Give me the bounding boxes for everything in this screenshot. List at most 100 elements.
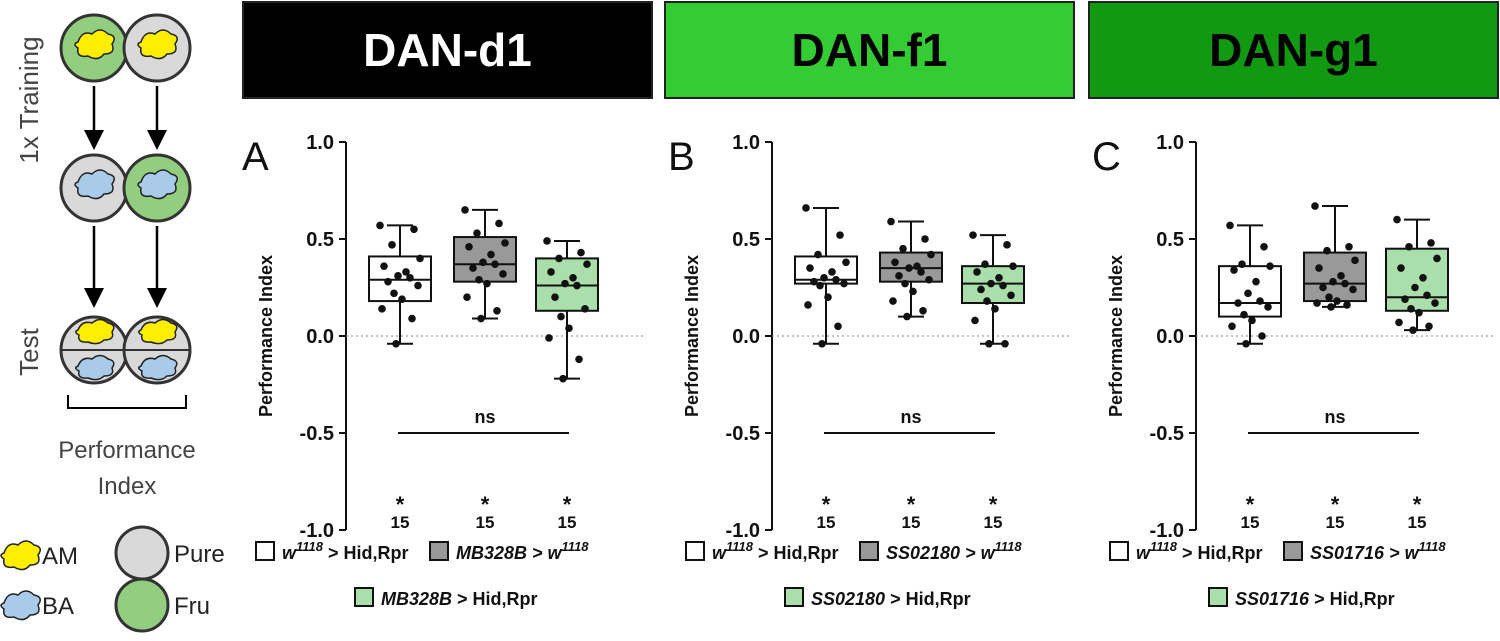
y-axis-label: Performance Index <box>256 255 276 417</box>
box-group: *15 <box>453 206 517 532</box>
sample-size-label: 15 <box>391 513 410 532</box>
data-point <box>1329 277 1337 286</box>
data-point <box>927 250 935 259</box>
data-point <box>987 279 995 288</box>
legend-item: SS01716 > w1118 <box>1283 539 1446 563</box>
legend-superscript: 1118 <box>296 539 324 554</box>
data-point <box>551 293 559 302</box>
data-point <box>1341 279 1349 288</box>
legend-swatch <box>685 541 705 561</box>
data-point <box>1226 221 1234 230</box>
data-point <box>1311 202 1319 210</box>
data-point <box>402 268 410 276</box>
data-point <box>814 250 822 259</box>
data-point <box>1415 308 1423 317</box>
data-point <box>1425 322 1433 331</box>
data-point <box>1242 339 1250 348</box>
significance-label: ns <box>474 407 495 427</box>
data-point <box>889 297 897 305</box>
data-point <box>840 279 848 288</box>
data-point <box>581 305 589 313</box>
legend-construct: > Hid,Rpr <box>1177 543 1263 563</box>
legend-genotype: MB328B <box>381 589 452 609</box>
data-point <box>491 260 499 269</box>
data-point <box>824 293 832 302</box>
data-point <box>1405 242 1413 251</box>
y-axis-label: Performance Index <box>1106 255 1126 417</box>
legend-label: SS02180 > w1118 <box>886 539 1022 563</box>
ba-odor-icon <box>74 169 115 200</box>
data-point <box>1427 239 1435 247</box>
data-point <box>901 279 909 288</box>
data-point <box>899 244 907 253</box>
data-point <box>501 239 509 247</box>
legend-genotype: SS01716 > w <box>1310 543 1420 563</box>
y-tick-label: 1.0 <box>306 132 334 154</box>
legend-label: SS01716 > w1118 <box>1310 539 1446 563</box>
legend-genotype: w <box>712 543 727 563</box>
data-point <box>1240 310 1248 319</box>
data-point <box>583 260 591 269</box>
sample-size-label: 15 <box>1326 513 1345 532</box>
data-point <box>475 275 483 284</box>
data-point <box>559 374 567 383</box>
data-point <box>575 355 583 364</box>
data-point <box>991 305 999 313</box>
box-group: *15 <box>879 217 943 532</box>
data-point <box>477 314 485 323</box>
data-point <box>842 258 850 267</box>
data-point <box>1351 256 1359 265</box>
data-point <box>392 339 400 348</box>
data-point <box>380 262 388 270</box>
data-point <box>1252 277 1260 286</box>
data-point <box>398 295 406 303</box>
data-point <box>390 289 398 298</box>
box-group: *15 <box>961 231 1025 532</box>
y-tick-label: -1.0 <box>726 520 760 542</box>
data-point <box>1258 332 1266 340</box>
data-point <box>971 316 979 325</box>
data-point <box>1230 266 1238 274</box>
legend-swatch <box>1283 541 1303 561</box>
legend-label: w1118 > Hid,Rpr <box>712 539 839 563</box>
am-legend-label: AM <box>42 543 78 570</box>
pi-label-line2: Index <box>98 473 157 500</box>
data-point <box>569 274 577 282</box>
data-point <box>573 281 581 290</box>
am-odor-icon <box>74 29 115 60</box>
box-group: *15 <box>1303 202 1367 532</box>
data-point <box>1260 242 1268 251</box>
data-point <box>479 258 487 267</box>
y-tick-label: 0.0 <box>732 326 760 348</box>
data-point <box>1337 272 1345 280</box>
data-point <box>565 324 573 333</box>
data-point <box>836 231 844 239</box>
data-point <box>545 334 553 342</box>
significance-star: * <box>989 492 998 517</box>
data-point <box>995 274 1003 282</box>
data-point <box>1319 283 1327 292</box>
legend-swatch <box>255 541 275 561</box>
box-group: *15 <box>794 204 858 532</box>
data-point <box>1266 262 1274 270</box>
ba-legend-label: BA <box>42 593 74 620</box>
y-tick-label: -0.5 <box>726 423 760 445</box>
data-point <box>917 268 925 276</box>
legend-item: w1118 > Hid,Rpr <box>685 539 839 563</box>
box-group: *15 <box>1218 221 1282 532</box>
y-tick-label: -0.5 <box>300 423 334 445</box>
data-point <box>985 339 993 348</box>
y-tick-label: 0.5 <box>1156 229 1184 251</box>
legend-genotype: SS02180 <box>811 589 885 609</box>
legend-label: MB328B > Hid,Rpr <box>381 589 538 609</box>
sample-size-label: 15 <box>817 513 836 532</box>
data-point <box>983 297 991 305</box>
data-point <box>1397 264 1405 272</box>
data-point <box>1343 301 1351 309</box>
pi-label-line1: Performance <box>58 437 195 464</box>
data-point <box>1345 242 1353 251</box>
sample-size-label: 15 <box>476 513 495 532</box>
panel-header-title: DAN-f1 <box>792 24 948 76</box>
data-point <box>483 279 491 288</box>
